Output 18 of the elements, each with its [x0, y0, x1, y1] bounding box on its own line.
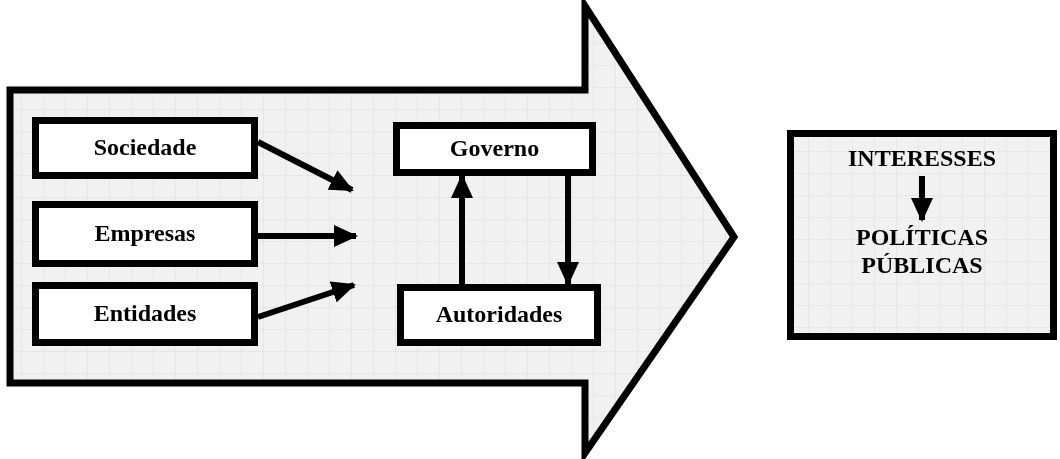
arrow — [557, 176, 579, 286]
box-label: Autoridades — [435, 301, 563, 329]
entity-box — [393, 122, 596, 176]
entity-box — [397, 284, 601, 346]
arrow — [911, 176, 933, 222]
entity-box — [32, 201, 258, 267]
arrow — [257, 281, 356, 320]
concept-label: INTERESSES — [847, 145, 997, 173]
arrow — [256, 139, 354, 193]
box-label: Empresas — [94, 220, 196, 248]
concept-label: POLÍTICAS PÚBLICAS — [854, 224, 989, 280]
box-label: Governo — [449, 135, 540, 163]
box-label: Entidades — [93, 300, 197, 328]
entity-box — [32, 117, 258, 179]
box-label: Sociedade — [93, 134, 197, 162]
arrow — [451, 174, 473, 284]
arrow — [258, 225, 358, 247]
entity-box — [32, 282, 258, 346]
